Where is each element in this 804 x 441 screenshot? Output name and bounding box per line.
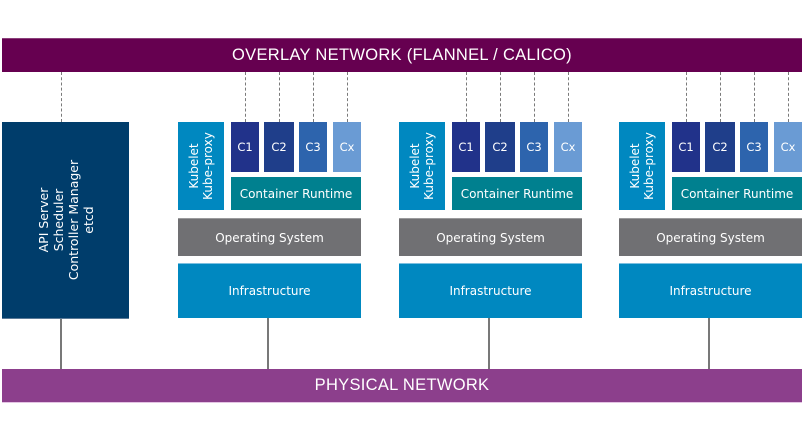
- container-overlay-connector: [788, 72, 789, 122]
- agent-labels: Kubelet Kube-proxy: [408, 132, 436, 200]
- infrastructure-box: Infrastructure: [399, 263, 582, 318]
- container-c3: C3: [299, 122, 327, 172]
- physical-network-bar: PHYSICAL NETWORK: [2, 369, 802, 403]
- operating-system-label: Operating System: [215, 230, 324, 245]
- container-overlay-connector: [279, 72, 280, 122]
- container-overlay-connector: [347, 72, 348, 122]
- master-controller-manager: Controller Manager: [65, 159, 81, 281]
- master-api-server: API Server: [35, 187, 51, 253]
- container-overlay-connector: [500, 72, 501, 122]
- container-c2: C2: [705, 122, 735, 172]
- container-overlay-connector: [720, 72, 721, 122]
- infrastructure-label: Infrastructure: [669, 284, 752, 298]
- container-label: C3: [746, 140, 762, 154]
- container-c1: C1: [672, 122, 700, 172]
- container-label: Cx: [560, 140, 576, 154]
- container-overlay-connector: [686, 72, 687, 122]
- master-components: API Server Scheduler Controller Manager …: [36, 160, 96, 280]
- container-label: C1: [458, 140, 474, 154]
- container-runtime-box: Container Runtime: [231, 177, 361, 210]
- container-cx: Cx: [554, 122, 582, 172]
- agent-labels: Kubelet Kube-proxy: [187, 132, 215, 200]
- operating-system-box: Operating System: [399, 218, 582, 256]
- container-label: C2: [492, 140, 508, 154]
- container-cx: Cx: [774, 122, 802, 172]
- container-c1: C1: [231, 122, 259, 172]
- kubelet-label: Kubelet: [628, 143, 643, 189]
- container-c3: C3: [520, 122, 548, 172]
- container-runtime-label: Container Runtime: [680, 186, 794, 201]
- overlay-network-bar: OVERLAY NETWORK (FLANNEL / CALICO): [2, 38, 802, 72]
- container-runtime-box: Container Runtime: [672, 177, 802, 210]
- container-c3: C3: [740, 122, 768, 172]
- master-etcd: etcd: [80, 206, 96, 234]
- master-scheduler: Scheduler: [50, 188, 66, 252]
- node-physical-connector: [488, 318, 490, 369]
- container-runtime-box: Container Runtime: [452, 177, 582, 210]
- kube-proxy-label: Kube-proxy: [201, 132, 216, 200]
- infrastructure-label: Infrastructure: [449, 284, 532, 298]
- container-label: C1: [237, 140, 253, 154]
- operating-system-label: Operating System: [436, 230, 545, 245]
- container-label: C3: [526, 140, 542, 154]
- container-overlay-connector: [245, 72, 246, 122]
- physical-network-label: PHYSICAL NETWORK: [314, 376, 490, 394]
- kubelet-kube-proxy-box: Kubelet Kube-proxy: [399, 122, 445, 210]
- container-overlay-connector: [568, 72, 569, 122]
- container-c2: C2: [264, 122, 294, 172]
- container-label: C2: [271, 140, 287, 154]
- kubelet-label: Kubelet: [408, 143, 423, 189]
- kubelet-kube-proxy-box: Kubelet Kube-proxy: [619, 122, 665, 210]
- container-label: Cx: [339, 140, 355, 154]
- master-node: API Server Scheduler Controller Manager …: [2, 122, 129, 319]
- master-overlay-connector: [61, 72, 62, 122]
- node-physical-connector: [708, 318, 710, 369]
- container-overlay-connector: [754, 72, 755, 122]
- container-overlay-connector: [534, 72, 535, 122]
- node-physical-connector: [267, 318, 269, 369]
- overlay-network-label: OVERLAY NETWORK (FLANNEL / CALICO): [232, 46, 572, 64]
- operating-system-box: Operating System: [178, 218, 361, 256]
- kube-proxy-label: Kube-proxy: [642, 132, 657, 200]
- infrastructure-label: Infrastructure: [228, 284, 311, 298]
- operating-system-box: Operating System: [619, 218, 802, 256]
- kubelet-kube-proxy-box: Kubelet Kube-proxy: [178, 122, 224, 210]
- container-label: C1: [678, 140, 694, 154]
- container-overlay-connector: [313, 72, 314, 122]
- container-cx: Cx: [333, 122, 361, 172]
- container-c1: C1: [452, 122, 480, 172]
- master-physical-connector: [60, 319, 62, 369]
- container-overlay-connector: [466, 72, 467, 122]
- infrastructure-box: Infrastructure: [178, 263, 361, 318]
- kubelet-label: Kubelet: [187, 143, 202, 189]
- kube-proxy-label: Kube-proxy: [422, 132, 437, 200]
- agent-labels: Kubelet Kube-proxy: [628, 132, 656, 200]
- container-label: Cx: [780, 140, 796, 154]
- infrastructure-box: Infrastructure: [619, 263, 802, 318]
- container-label: C3: [305, 140, 321, 154]
- container-runtime-label: Container Runtime: [460, 186, 574, 201]
- container-runtime-label: Container Runtime: [239, 186, 353, 201]
- container-c2: C2: [485, 122, 515, 172]
- operating-system-label: Operating System: [656, 230, 765, 245]
- container-label: C2: [712, 140, 728, 154]
